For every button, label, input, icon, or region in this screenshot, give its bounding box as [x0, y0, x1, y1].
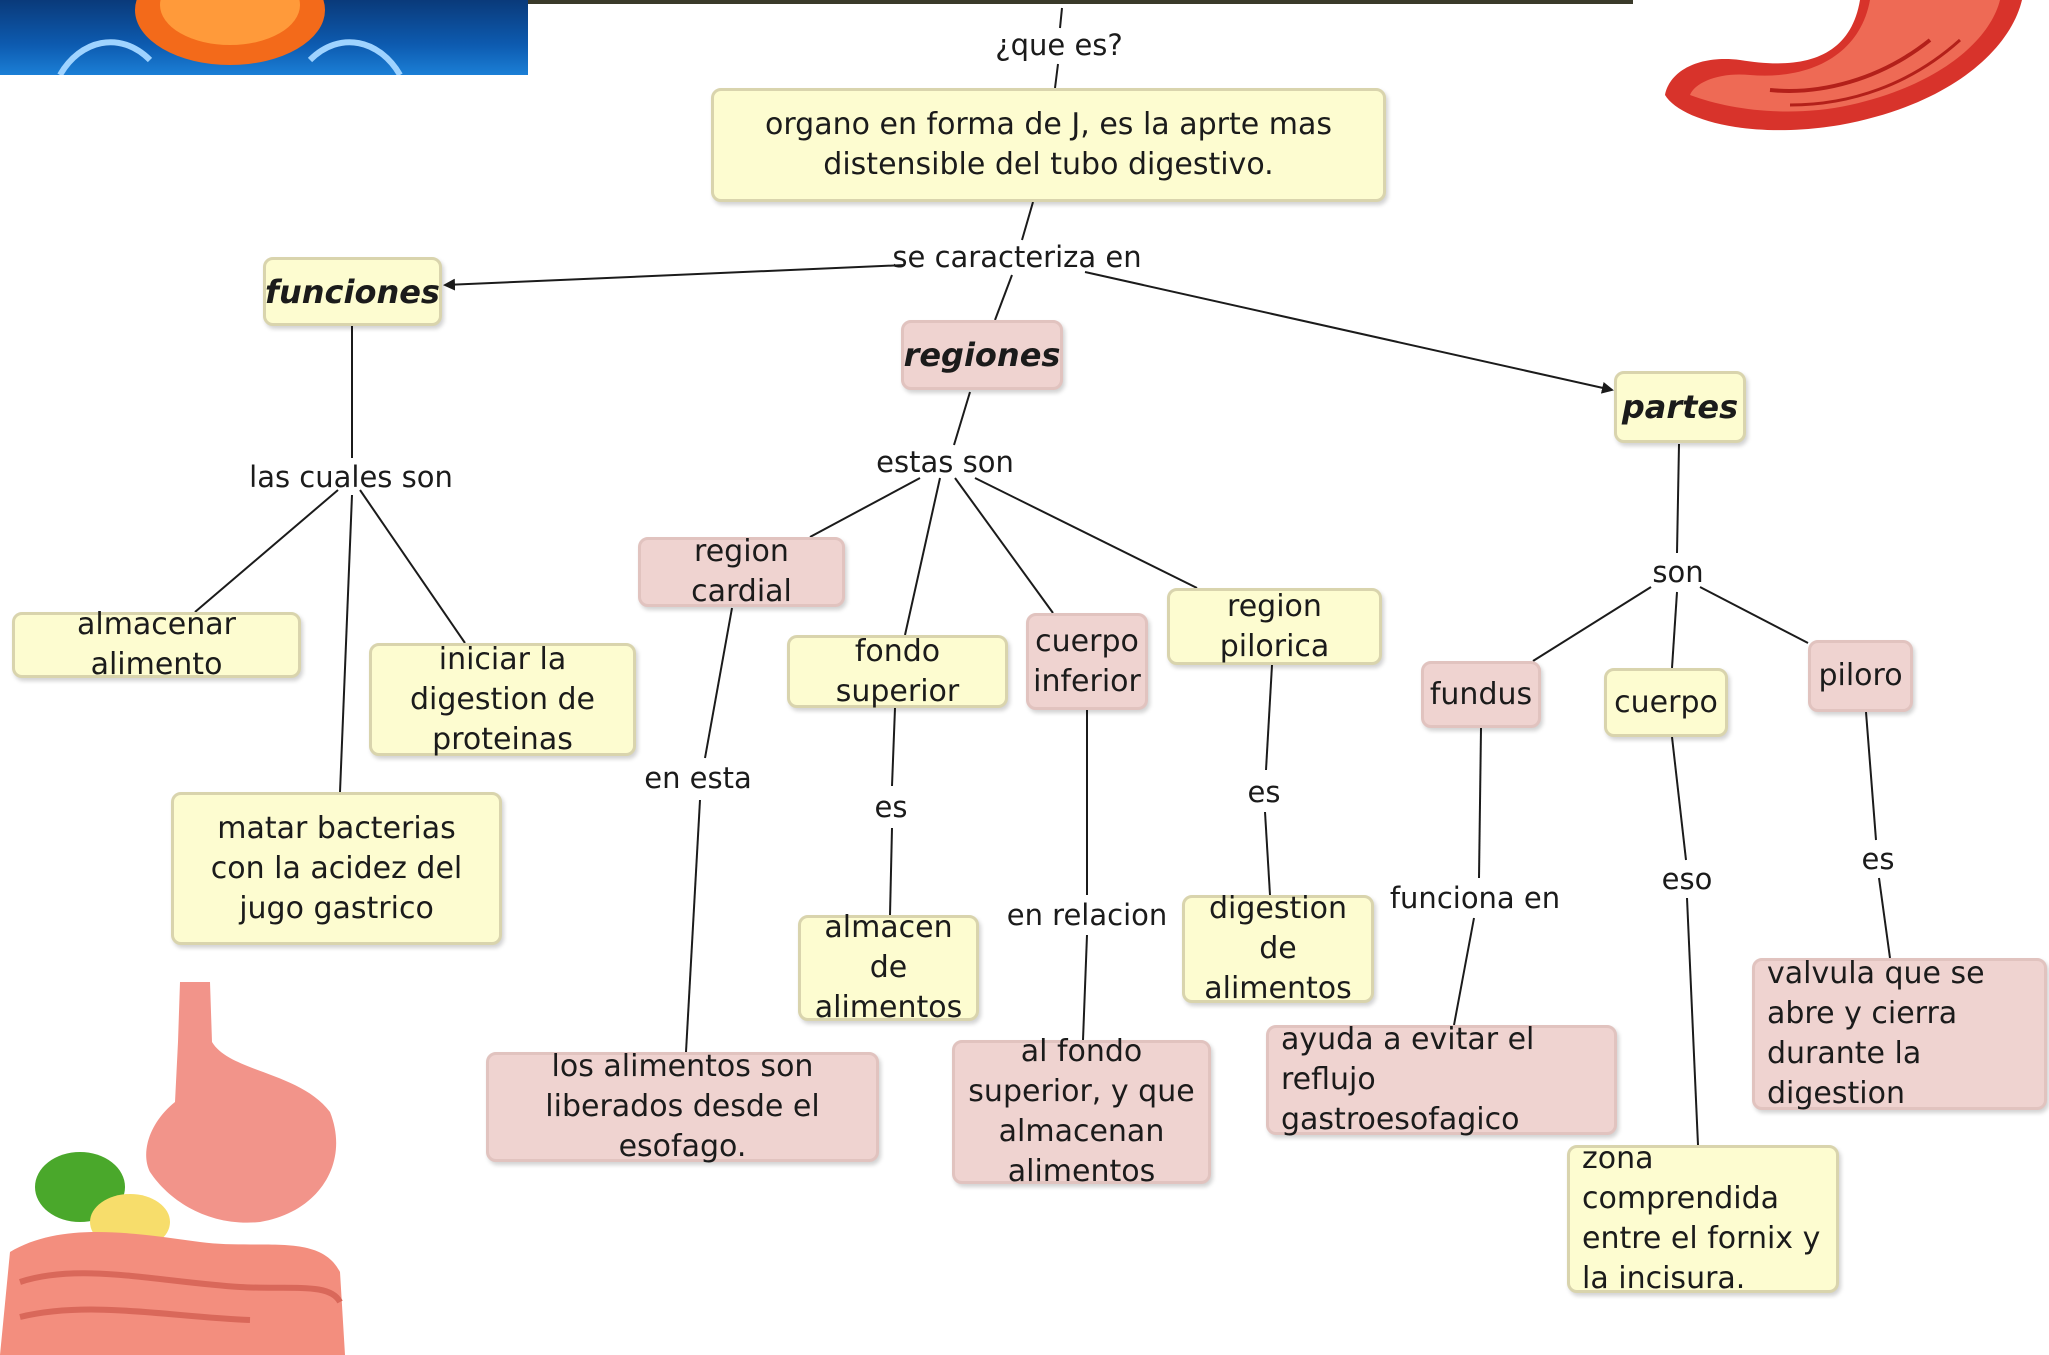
alimentos-liberados-node: los alimentos son liberados desde el eso… — [486, 1049, 879, 1164]
link-label-es-piloro: es — [1861, 842, 1895, 876]
link-label-es-pilorica: es — [1247, 775, 1281, 809]
valvula-node: valvula que se abre y cierra durante la … — [1752, 956, 2047, 1111]
matar-bacterias-node: matar bacterias con la acidez del jugo g… — [171, 792, 502, 945]
piloro-node: piloro — [1808, 640, 1913, 712]
iniciar-digestion-node: iniciar la digestion de proteinas — [369, 642, 636, 757]
fundus-node: fundus — [1421, 661, 1541, 728]
region-cardial-node: region cardial — [638, 534, 845, 609]
almacen-alimentos-node: almacen de alimentos — [798, 910, 979, 1025]
regiones-node: regiones — [901, 320, 1063, 390]
link-label-que-es: ¿que es? — [995, 28, 1123, 62]
digestive-system-illustration-bottom-left — [0, 982, 345, 1355]
link-label-se-caracteriza-en: se caracteriza en — [892, 240, 1142, 274]
definition-node: organo en forma de J, es la aprte mas di… — [711, 88, 1386, 202]
almacenar-alimento-node: almacenar alimento — [12, 607, 301, 682]
link-label-en-relacion: en relacion — [1006, 898, 1168, 932]
link-label-es-fondo: es — [874, 790, 908, 824]
cuerpo-inferior-node: cuerpo inferior — [1026, 613, 1148, 710]
al-fondo-superior-node: al fondo superior, y que almacenan alime… — [952, 1034, 1211, 1189]
link-label-eso: eso — [1661, 862, 1713, 896]
anatomy-illustration-top-left — [0, 0, 528, 75]
reflujo-node: ayuda a evitar el reflujo gastroesofagic… — [1266, 1022, 1617, 1137]
stomach-illustration-top-right — [1650, 0, 2049, 172]
link-label-en-esta: en esta — [644, 761, 752, 795]
top-border-bar — [528, 0, 1633, 4]
digestion-alimentos-node: digestion de alimentos — [1182, 891, 1374, 1006]
link-label-las-cuales-son: las cuales son — [249, 460, 453, 494]
fondo-superior-node: fondo superior — [787, 634, 1008, 709]
link-label-estas-son: estas son — [876, 445, 1014, 479]
link-label-son: son — [1652, 555, 1704, 589]
funciones-node: funciones — [263, 257, 442, 326]
partes-node: partes — [1614, 371, 1746, 443]
region-pilorica-node: region pilorica — [1167, 588, 1382, 665]
cuerpo-node: cuerpo — [1604, 668, 1728, 737]
zona-node: zona comprendida entre el fornix y la in… — [1567, 1141, 1839, 1296]
link-label-funciona-en: funciona en — [1389, 881, 1561, 915]
